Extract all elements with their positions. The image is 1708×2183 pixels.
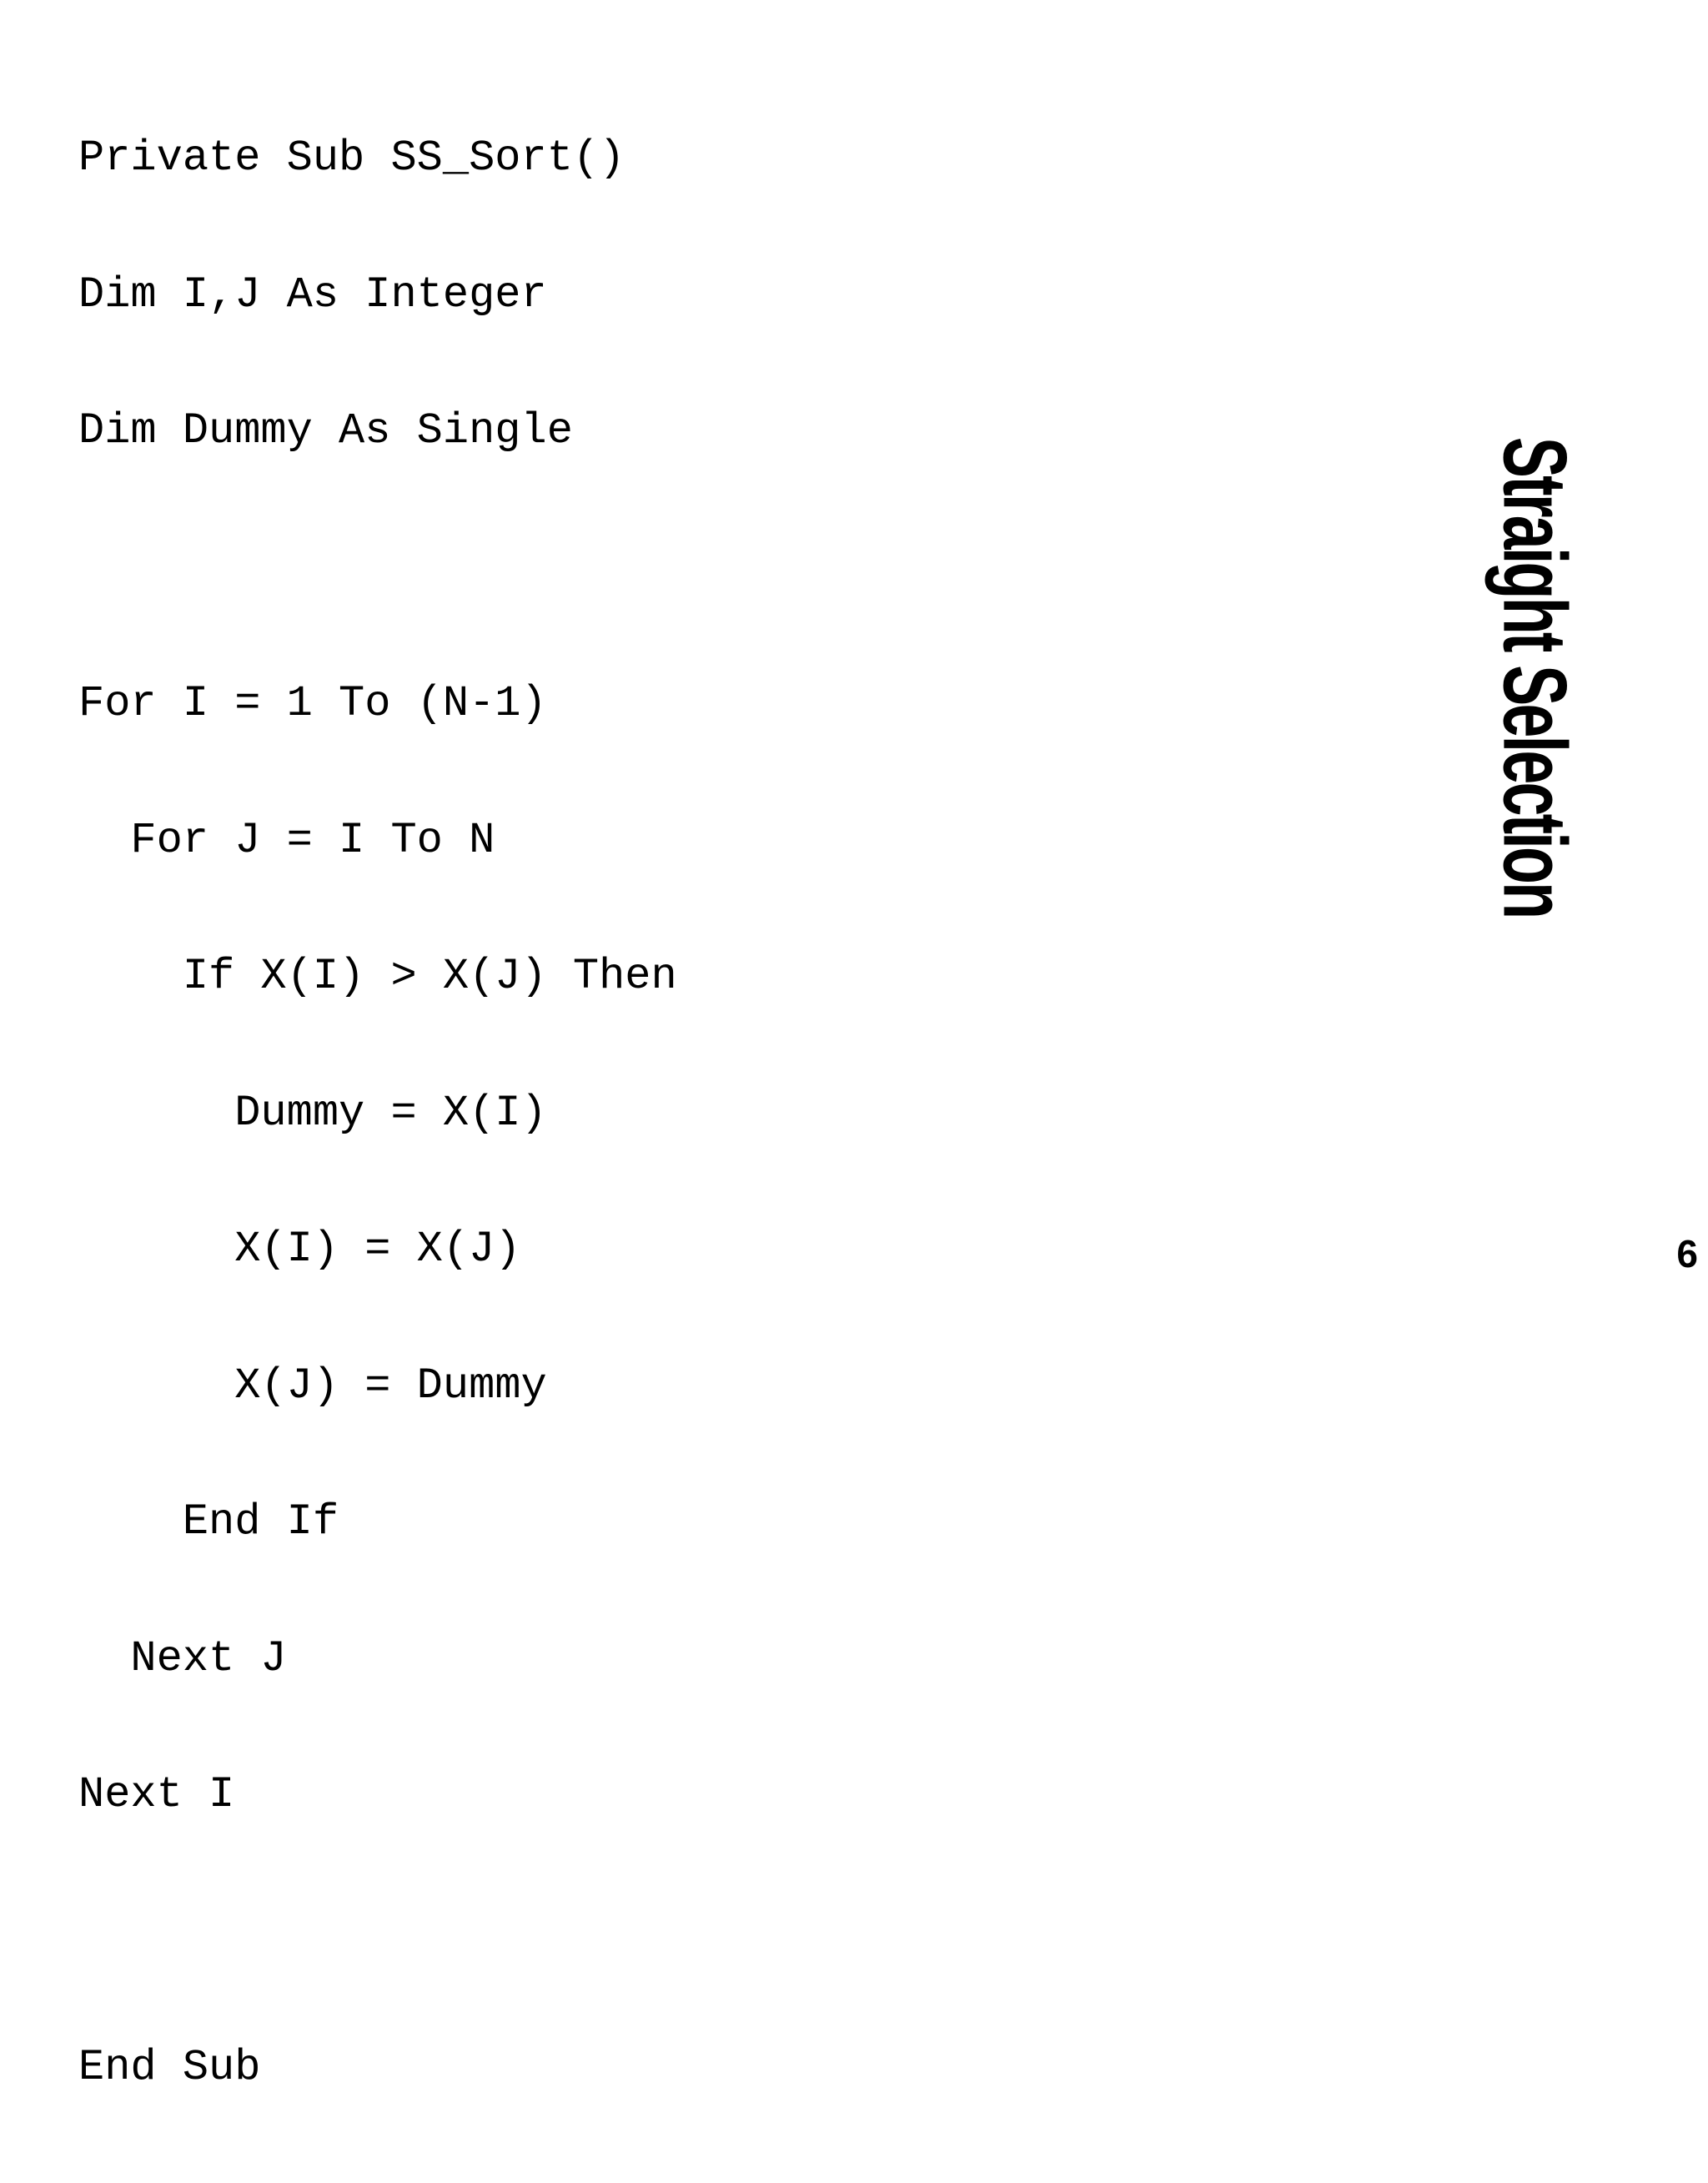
code-line: Dim I,J As Integer <box>78 269 547 319</box>
code-line <box>78 546 677 591</box>
code-line: Dummy = X(I) <box>78 1088 547 1138</box>
code-line: Private Sub SS_Sort() <box>78 133 625 183</box>
code-line: For J = I To N <box>78 815 495 865</box>
slide-title: Straight Selection <box>1484 324 1585 962</box>
page-number: 6 <box>1676 1232 1698 1275</box>
code-line: X(I) = X(J) <box>78 1225 521 1274</box>
code-line: Next J <box>78 1633 287 1683</box>
code-line <box>78 1909 677 1955</box>
code-line: X(J) = Dummy <box>78 1361 547 1411</box>
code-line: If X(I) > X(J) Then <box>78 952 677 1001</box>
slide-title-text: Straight Selection <box>1484 436 1585 917</box>
code-line: Dim Dummy As Single <box>78 406 573 455</box>
code-line: For I = 1 To (N-1) <box>78 679 547 728</box>
code-line: End Sub <box>78 2043 261 2092</box>
code-line: Next I <box>78 1770 235 1819</box>
code-line: End If <box>78 1497 339 1547</box>
slide-title-container: Straight Selection <box>1484 324 1585 962</box>
code-block: Private Sub SS_Sort() Dim I,J As Integer… <box>78 45 677 2182</box>
slide: Private Sub SS_Sort() Dim I,J As Integer… <box>78 135 1698 2090</box>
